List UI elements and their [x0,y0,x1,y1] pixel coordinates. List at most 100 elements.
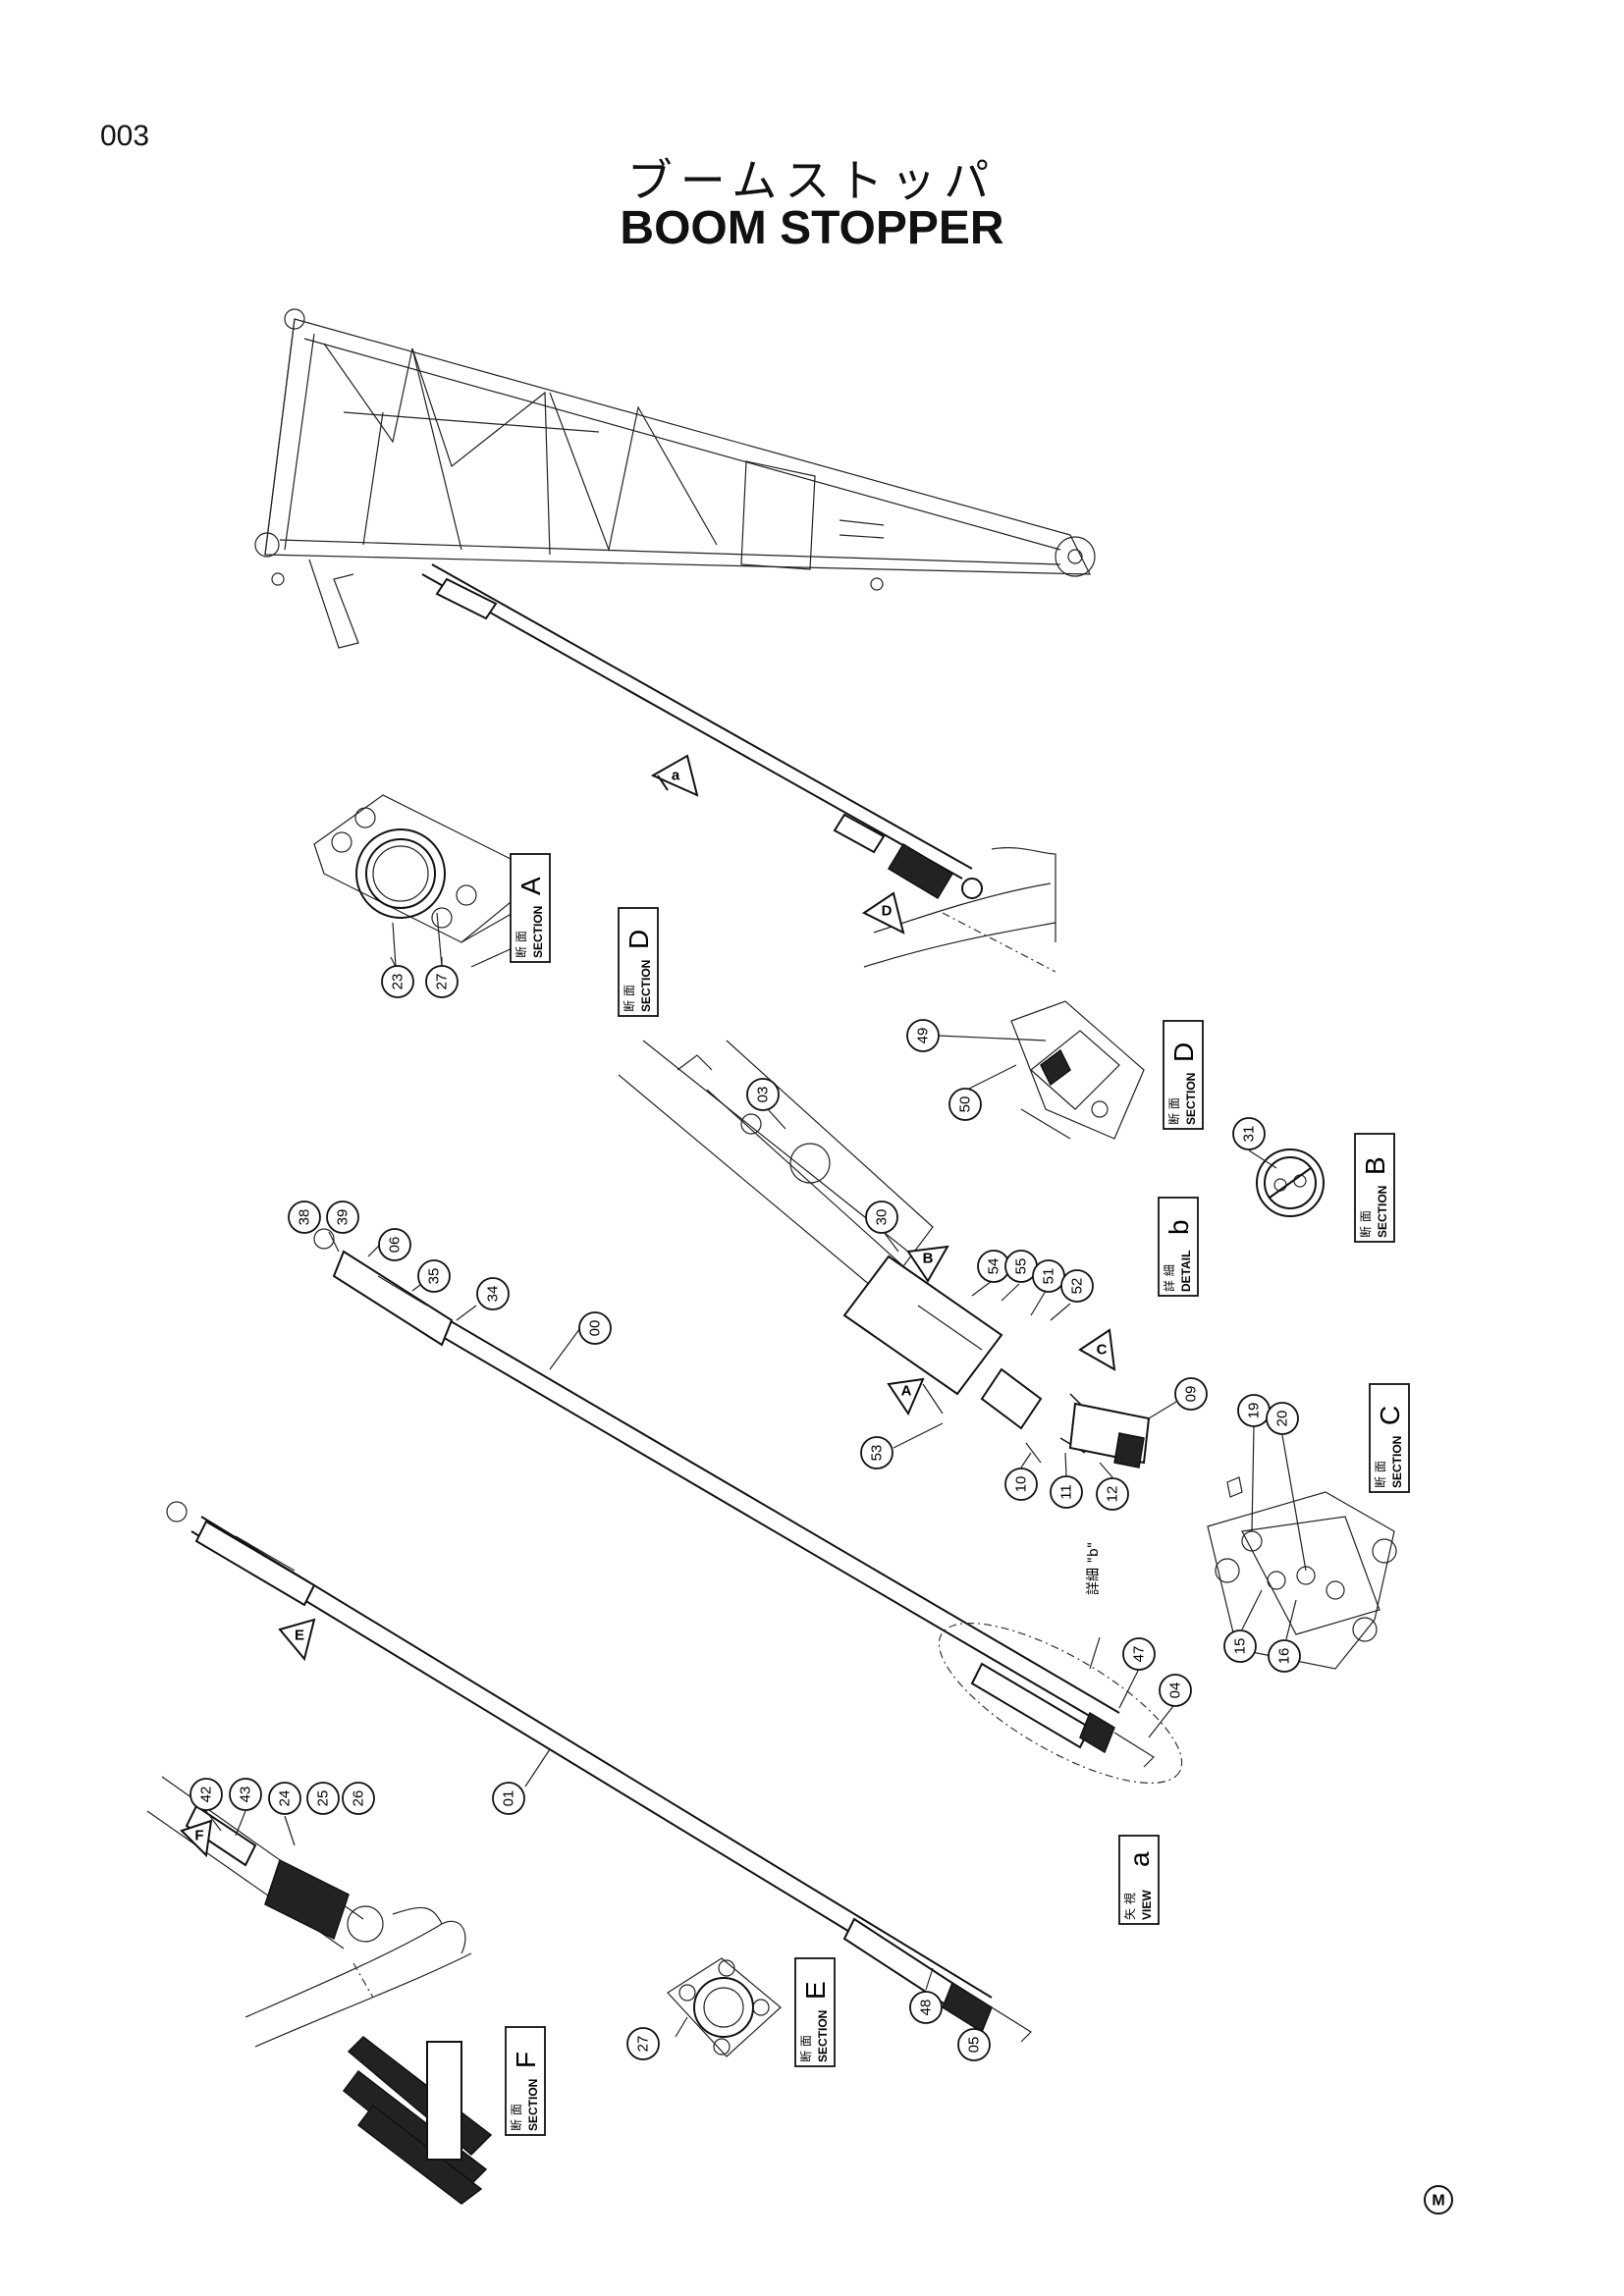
svg-text:D: D [623,930,654,949]
svg-text:27: 27 [635,2036,652,2053]
callout-51: 51 [1032,1259,1065,1293]
svg-text:D: D [882,903,893,920]
section-e-label: 断 面 SECTION E [794,1957,836,2067]
svg-text:SECTION: SECTION [639,960,653,1012]
callout-35: 35 [417,1259,451,1293]
svg-text:20: 20 [1274,1411,1291,1427]
svg-text:43: 43 [238,1787,254,1803]
view-arrow-a-upper: A [887,1377,925,1416]
callout-26: 26 [342,1782,375,1815]
svg-text:27: 27 [434,974,451,990]
callout-15: 15 [1223,1629,1257,1663]
callout-50: 50 [948,1088,982,1121]
svg-text:34: 34 [485,1286,502,1303]
section-f-drawing [342,2036,493,2205]
svg-text:断 面: 断 面 [798,2035,813,2062]
m-mark: M [1424,2185,1453,2215]
svg-text:M: M [1432,2193,1444,2210]
svg-text:00: 00 [587,1320,604,1337]
boom-lattice [254,308,1096,649]
section-e-drawing [667,1957,782,2057]
callout-43: 43 [229,1778,262,1811]
detail-b-drawing [618,1040,1151,1468]
callout-47: 47 [1122,1637,1156,1671]
detail-b-ellipse [938,1622,1183,1785]
section-d-label-left: 断 面 SECTION D [618,907,659,1017]
callout-42: 42 [189,1778,223,1811]
callout-10: 10 [1004,1468,1038,1501]
callout-53: 53 [860,1436,893,1469]
svg-text:詳 細: 詳 細 [1162,1264,1176,1292]
svg-text:DETAIL: DETAIL [1179,1251,1193,1292]
svg-text:16: 16 [1276,1648,1293,1665]
callout-30: 30 [865,1201,898,1234]
callout-11: 11 [1050,1475,1083,1509]
callout-01: 01 [492,1782,525,1815]
callout-39: 39 [326,1201,359,1234]
svg-text:VIEW: VIEW [1140,1890,1154,1920]
svg-text:矢 視: 矢 視 [1122,1893,1137,1920]
svg-text:E: E [295,1628,304,1644]
callout-05: 05 [957,2028,991,2061]
callout-25: 25 [306,1782,340,1815]
callout-24: 24 [268,1782,301,1815]
svg-text:11: 11 [1058,1484,1075,1500]
section-d-drawing [1010,1000,1145,1140]
svg-text:38: 38 [297,1209,313,1226]
svg-text:E: E [800,1981,831,2000]
title-japanese: ブームストッパ [626,154,998,207]
svg-text:10: 10 [1013,1476,1030,1493]
svg-text:06: 06 [387,1237,404,1254]
callout-12: 12 [1096,1477,1129,1511]
svg-text:24: 24 [277,1790,294,1807]
svg-text:12: 12 [1105,1486,1121,1503]
callout-38: 38 [288,1201,321,1234]
view-a-label: 矢 視 VIEW a [1118,1835,1160,1925]
svg-text:01: 01 [501,1790,517,1807]
callout-09: 09 [1174,1377,1208,1411]
svg-text:断 面: 断 面 [1358,1210,1373,1238]
view-arrow-e: E [278,1618,316,1662]
svg-text:断 面: 断 面 [622,985,636,1012]
svg-text:15: 15 [1232,1638,1249,1655]
callout-20: 20 [1266,1402,1299,1435]
section-f-assembly [146,1776,472,2048]
svg-text:SECTION: SECTION [526,2079,540,2131]
callout-31: 31 [1232,1117,1266,1150]
svg-text:48: 48 [918,2000,935,2016]
rod-01-drawing [166,1501,1032,2043]
svg-text:断 面: 断 面 [514,931,528,958]
detail-b-label: 詳 細 DETAIL b [1158,1197,1199,1297]
svg-text:50: 50 [957,1096,974,1113]
view-arrow-c: C [1078,1328,1116,1371]
svg-text:53: 53 [869,1445,886,1462]
callout-27: 27 [425,965,459,998]
svg-text:a: a [672,768,680,784]
view-arrow-a: a [650,754,699,797]
callout-19: 19 [1237,1394,1271,1427]
svg-text:23: 23 [390,974,406,990]
svg-text:31: 31 [1241,1126,1258,1143]
svg-text:D: D [1168,1042,1199,1062]
svg-text:55: 55 [1013,1258,1030,1275]
svg-text:54: 54 [986,1258,1002,1275]
svg-text:04: 04 [1167,1682,1184,1699]
callouts: 23 27 49 50 31 03 30 38 39 06 35 34 00 5… [189,965,1301,2061]
svg-text:A: A [515,877,546,895]
callout-34: 34 [476,1277,510,1310]
svg-text:SECTION: SECTION [1184,1073,1198,1125]
callout-03: 03 [746,1078,780,1111]
section-a-drawing [313,794,531,968]
callout-16: 16 [1268,1639,1301,1673]
detail-b-note: 詳細 "b" [1086,1542,1102,1595]
svg-text:09: 09 [1183,1386,1200,1403]
svg-text:断 面: 断 面 [509,2104,523,2131]
svg-text:SECTION: SECTION [1390,1436,1404,1488]
svg-text:39: 39 [335,1209,352,1226]
svg-text:35: 35 [426,1268,443,1285]
svg-text:19: 19 [1246,1403,1263,1419]
section-b-drawing [1256,1148,1325,1217]
callout-48: 48 [909,1991,943,2024]
callout-23: 23 [381,965,414,998]
